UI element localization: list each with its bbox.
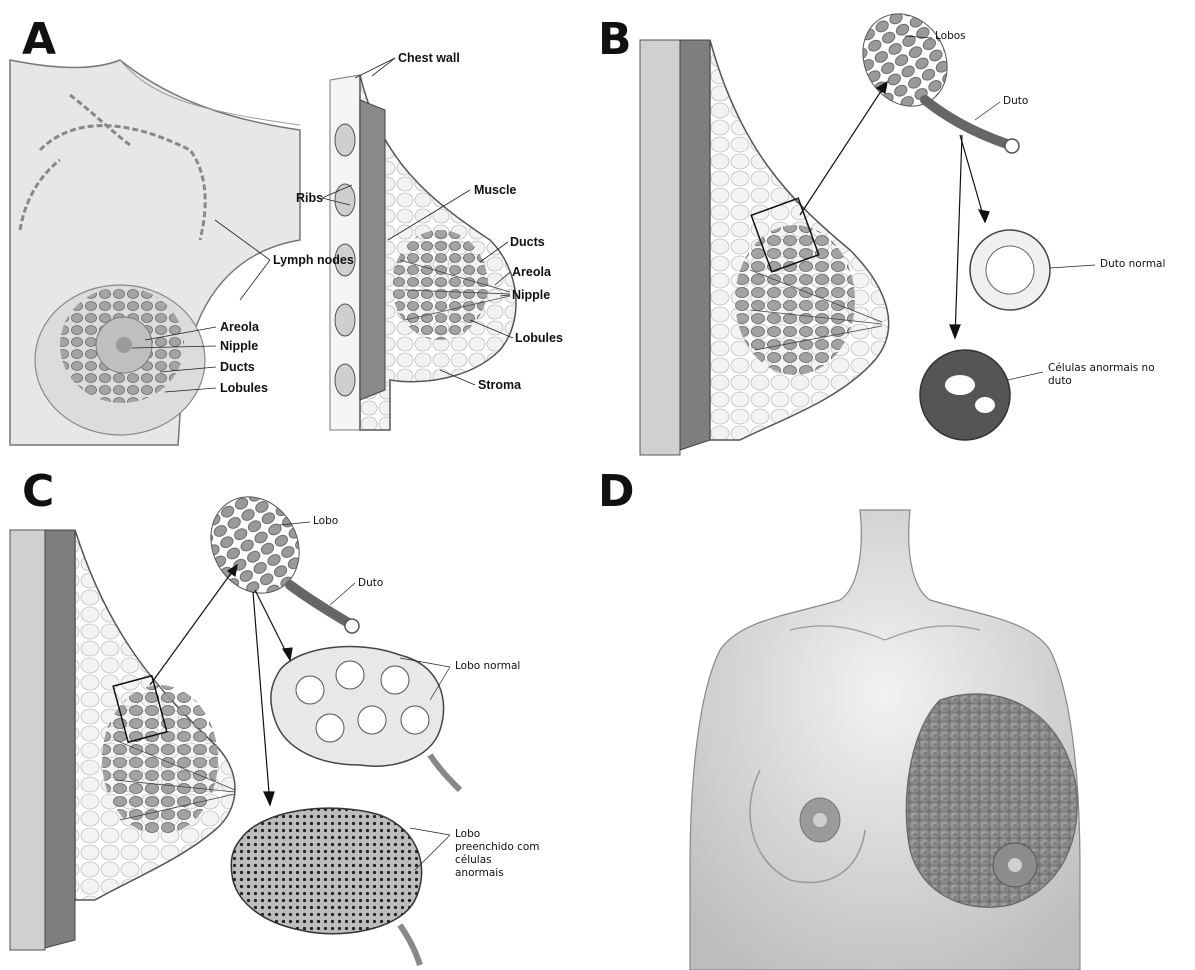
label-lobules-front: Lobules [220, 381, 268, 395]
panel-b: B [590, 0, 1195, 470]
panel-a: A [0, 0, 585, 470]
label-lobo: Lobo [313, 515, 338, 528]
side-view-breast-b [640, 40, 889, 455]
label-areola-front: Areola [220, 320, 259, 334]
label-lobo-preenchido: Lobo preenchido com células anormais [455, 828, 540, 880]
panel-d-illustration [590, 470, 1195, 970]
lobe-cluster-b [846, 0, 1019, 153]
label-areola-side: Areola [512, 265, 551, 279]
label-ribs: Ribs [296, 191, 323, 205]
label-duto-b: Duto [1003, 95, 1028, 108]
panel-c: C [0, 470, 585, 970]
normal-duct-cross-section [970, 230, 1050, 310]
label-celulas-anormais: Células anormais no duto [1048, 362, 1158, 388]
side-view-breast-c [10, 530, 235, 950]
label-ducts-side: Ducts [510, 235, 545, 249]
label-nipple-front: Nipple [220, 339, 258, 353]
torso-drawing [690, 510, 1080, 970]
label-muscle: Muscle [474, 183, 516, 197]
abnormal-duct-cross-section [920, 350, 1010, 440]
label-duto-normal: Duto normal [1100, 258, 1165, 271]
panel-d: D [590, 470, 1195, 970]
label-lobo-normal: Lobo normal [455, 660, 520, 673]
filled-lobe-cross-section [231, 808, 421, 965]
label-nipple-side: Nipple [512, 288, 550, 302]
label-ducts-front: Ducts [220, 360, 255, 374]
label-lymph-nodes: Lymph nodes [273, 253, 354, 267]
panel-a-illustration [0, 0, 585, 470]
side-view-drawing [330, 75, 516, 430]
label-chest-wall: Chest wall [398, 51, 460, 65]
label-stroma: Stroma [478, 378, 521, 392]
normal-lobe-cross-section [271, 647, 460, 790]
panel-c-illustration [0, 470, 585, 970]
lobe-cluster-c [194, 481, 359, 633]
label-duto-c: Duto [358, 577, 383, 590]
panel-b-illustration [590, 0, 1195, 470]
label-lobos: Lobos [935, 30, 966, 43]
label-lobules-side: Lobules [515, 331, 563, 345]
